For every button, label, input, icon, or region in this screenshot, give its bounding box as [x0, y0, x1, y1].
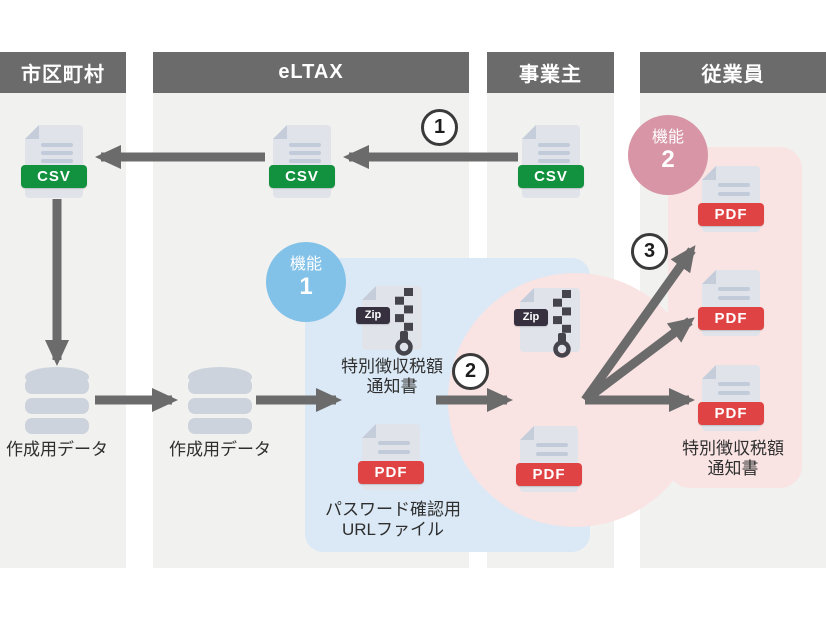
csv-file-municipality: CSV [21, 125, 87, 198]
zipper-icon [395, 288, 413, 356]
csv-badge: CSV [518, 165, 584, 188]
database-icon-eltax [188, 367, 252, 437]
label-employee-tax-notice: 特別徴収税額 通知書 [682, 439, 784, 478]
step-3-marker: 3 [631, 233, 668, 270]
zip-file-employer: Zip [514, 288, 580, 358]
page-fold-icon [520, 426, 534, 440]
csv-badge: CSV [21, 165, 87, 188]
step-2-marker: 2 [452, 353, 489, 390]
label-creation-data-eltax: 作成用データ [169, 440, 271, 459]
pdf-badge: PDF [698, 203, 764, 226]
zip-file-eltax: Zip [356, 286, 422, 356]
page-fold-icon [702, 166, 716, 180]
label-password-url-file: パスワード確認用 URLファイル [325, 500, 461, 539]
page-fold-icon [25, 125, 39, 139]
label-eltax-tax-notice: 特別徴収税額 通知書 [341, 357, 443, 396]
zipper-icon [553, 290, 571, 358]
csv-file-employer: CSV [518, 125, 584, 198]
pdf-badge: PDF [358, 461, 424, 484]
label-creation-data-municipality: 作成用データ [6, 440, 108, 459]
pdf-file-employee-2: PDF [698, 270, 764, 336]
zip-badge: Zip [356, 307, 390, 324]
step-1-marker: 1 [421, 109, 458, 146]
page-fold-icon [273, 125, 287, 139]
pdf-badge: PDF [698, 307, 764, 330]
page-fold-icon [702, 365, 716, 379]
pdf-badge: PDF [516, 463, 582, 486]
csv-file-eltax: CSV [269, 125, 335, 198]
pdf-file-employee-3: PDF [698, 365, 764, 431]
lane-header-employee: 従業員 [640, 52, 826, 93]
page-fold-icon [520, 288, 534, 302]
pdf-badge: PDF [698, 402, 764, 425]
lane-header-eltax: eLTAX [153, 52, 469, 93]
zip-badge: Zip [514, 309, 548, 326]
pdf-file-employee-1: PDF [698, 166, 764, 232]
page-fold-icon [362, 286, 376, 300]
page-fold-icon [702, 270, 716, 284]
feature-1-badge: 機能 1 [266, 242, 346, 322]
feature-2-badge: 機能 2 [628, 115, 708, 195]
pdf-file-eltax-url: PDF [358, 424, 424, 490]
csv-badge: CSV [269, 165, 335, 188]
lane-header-employer: 事業主 [487, 52, 614, 93]
pdf-file-employer-url: PDF [516, 426, 582, 492]
lane-header-municipality: 市区町村 [0, 52, 126, 93]
database-icon-municipality [25, 367, 89, 437]
page-fold-icon [522, 125, 536, 139]
page-fold-icon [362, 424, 376, 438]
